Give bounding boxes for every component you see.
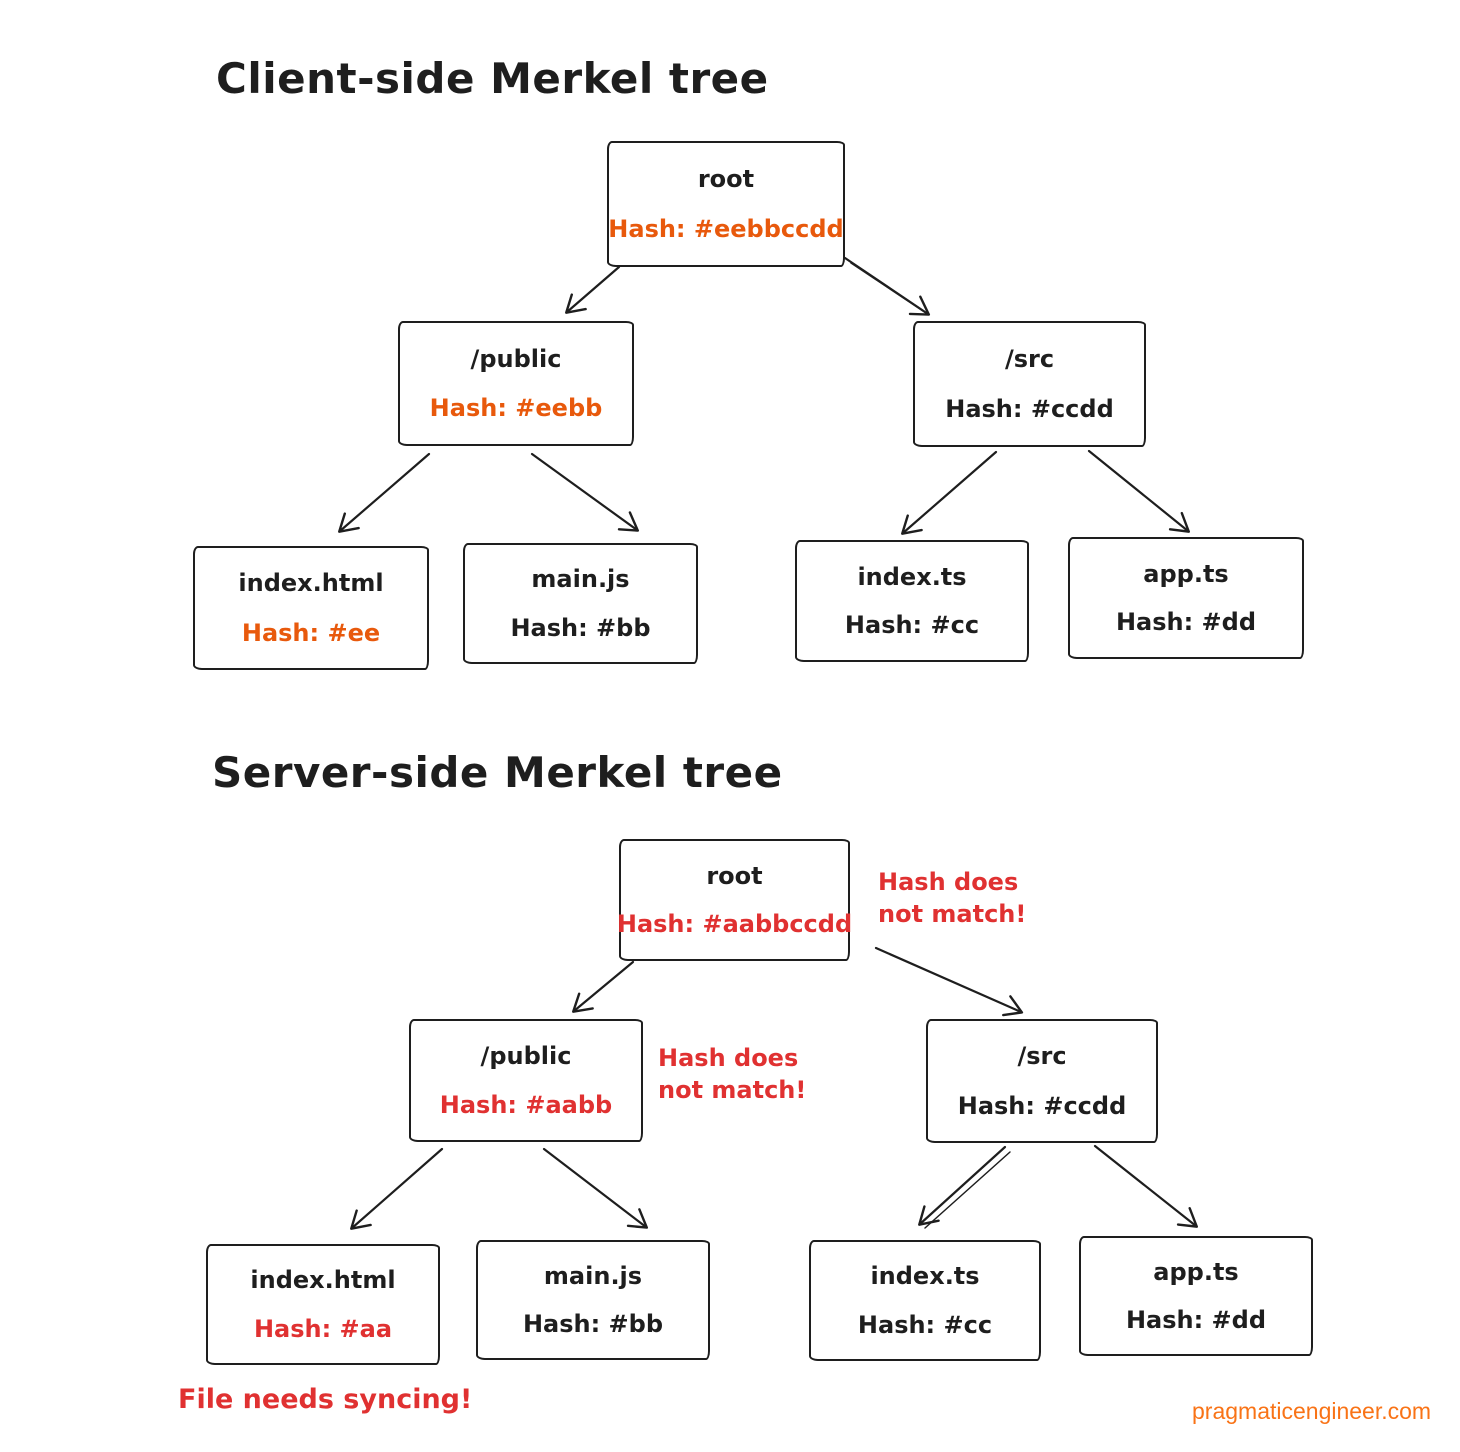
node-hash: Hash: #aabb [439, 1091, 613, 1119]
node-hash: Hash: #ccdd [957, 1091, 1127, 1120]
arrow-client-public-to-mainjs [530, 452, 640, 532]
arrow-client-root-to-src-sketch-stroke [850, 262, 927, 314]
node-hash: Hash: #eebbccdd [608, 215, 844, 243]
server-node-src: /src Hash: #ccdd [926, 1019, 1158, 1143]
client-node-src: /src Hash: #ccdd [913, 321, 1146, 447]
arrow-client-src-to-appts [1087, 449, 1190, 533]
arrow-server-src-to-indexts-sketch-stroke [924, 1151, 1011, 1229]
node-hash: Hash: #cc [857, 1310, 993, 1339]
node-hash: Hash: #ccdd [945, 395, 1114, 423]
annotation-line: Hash does [658, 1044, 799, 1072]
annotation-line: Hash does [878, 868, 1019, 896]
node-hash: Hash: #cc [844, 611, 980, 640]
watermark-pragmaticengineer: pragmaticengineer.com [1192, 1398, 1432, 1424]
annotation-public-hash-mismatch: Hash does not match! [658, 1042, 806, 1106]
annotation-line: not match! [878, 900, 1027, 929]
node-hash: Hash: #dd [1125, 1306, 1267, 1334]
client-node-indexhtml: index.html Hash: #ee [193, 546, 429, 670]
annotation-root-hash-mismatch: Hash does not match! [878, 866, 1026, 930]
arrow-client-root-to-src [843, 256, 931, 316]
server-node-appts: app.ts Hash: #dd [1079, 1236, 1313, 1356]
node-hash: Hash: #bb [510, 613, 651, 642]
annotation-line: not match! [658, 1076, 807, 1105]
node-label: index.ts [857, 562, 967, 591]
node-label: /public [480, 1042, 572, 1070]
node-label: app.ts [1153, 1258, 1239, 1286]
client-node-root: root Hash: #eebbccdd [607, 141, 845, 267]
arrow-server-public-to-mainjs [542, 1147, 648, 1229]
node-label: index.html [238, 569, 384, 598]
server-node-root: root Hash: #aabbccdd [616, 839, 853, 961]
arrow-server-src-to-indexts [918, 1145, 1007, 1226]
node-hash: Hash: #eebb [429, 394, 603, 423]
node-hash: Hash: #dd [1115, 608, 1257, 637]
arrow-server-root-to-src [874, 946, 1024, 1017]
client-tree-title: Client-side Merkel tree [216, 54, 769, 103]
node-label: main.js [543, 1262, 643, 1290]
client-node-public: /public Hash: #eebb [398, 321, 634, 446]
node-hash: Hash: #bb [522, 1310, 664, 1338]
arrow-server-public-to-indexhtml [350, 1147, 444, 1230]
server-node-public: /public Hash: #aabb [409, 1019, 643, 1142]
server-tree-title: Server-side Merkel tree [212, 748, 783, 797]
node-hash: Hash: #ee [241, 618, 381, 647]
node-label: index.ts [870, 1262, 980, 1291]
arrow-client-public-to-indexhtml [338, 452, 431, 533]
node-hash: Hash: #aabbccdd [616, 910, 853, 939]
annotation-file-needs-syncing: File needs syncing! [178, 1384, 473, 1415]
client-node-indexts: index.ts Hash: #cc [795, 540, 1029, 662]
server-node-indexts: index.ts Hash: #cc [809, 1240, 1041, 1361]
arrow-server-root-to-public [572, 960, 635, 1013]
node-label: main.js [531, 565, 630, 594]
node-label: app.ts [1143, 559, 1229, 588]
node-label: /src [1004, 345, 1055, 373]
node-label: /public [470, 344, 562, 373]
arrow-client-src-to-indexts [901, 450, 998, 535]
client-node-appts: app.ts Hash: #dd [1068, 537, 1304, 659]
node-hash: Hash: #aa [253, 1314, 393, 1343]
node-label: /src [1017, 1042, 1067, 1071]
arrow-server-src-to-appts [1093, 1144, 1198, 1228]
server-node-indexhtml: index.html Hash: #aa [206, 1244, 440, 1365]
node-label: root [706, 861, 763, 890]
client-node-mainjs: main.js Hash: #bb [463, 543, 698, 664]
node-label: index.html [250, 1266, 396, 1295]
arrow-client-root-to-public [565, 265, 621, 314]
server-node-mainjs: main.js Hash: #bb [476, 1240, 710, 1360]
node-label: root [697, 165, 755, 193]
